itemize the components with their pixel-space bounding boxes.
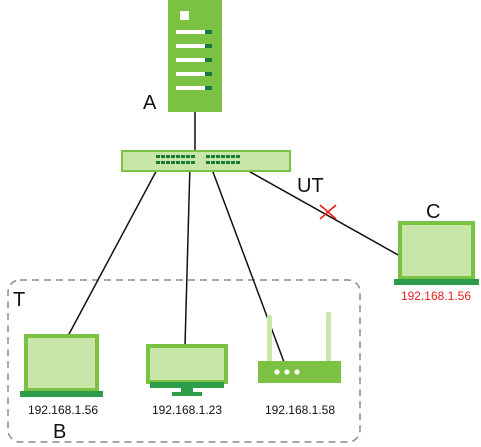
monitor-ip: 192.168.1.23	[152, 403, 222, 417]
switch-ports	[156, 155, 240, 164]
broken-link-x-icon	[319, 204, 337, 220]
server-tower-icon	[168, 0, 222, 112]
laptop-icon	[394, 221, 479, 285]
group-laptop-ip: 192.168.1.56	[28, 403, 98, 417]
laptop-icon	[20, 334, 103, 397]
untagged-link-label: UT	[297, 175, 324, 197]
network-switch-icon	[121, 150, 291, 172]
link-switch-laptop-c	[235, 163, 401, 257]
tagged-group-label: T	[13, 289, 25, 311]
link-switch-router	[209, 163, 285, 363]
wireless-router-icon	[258, 312, 341, 383]
server-drive-bays	[176, 30, 212, 90]
remote-laptop-label: C	[426, 201, 440, 223]
router-ip: 192.168.1.58	[265, 403, 335, 417]
link-switch-laptop-b	[67, 163, 161, 337]
link-switch-monitor	[184, 163, 191, 347]
remote-laptop-ip: 192.168.1.56	[401, 289, 471, 303]
network-links	[67, 112, 401, 363]
desktop-monitor-icon	[146, 344, 228, 396]
server-label: A	[143, 92, 157, 114]
group-laptop-label: B	[53, 421, 66, 443]
